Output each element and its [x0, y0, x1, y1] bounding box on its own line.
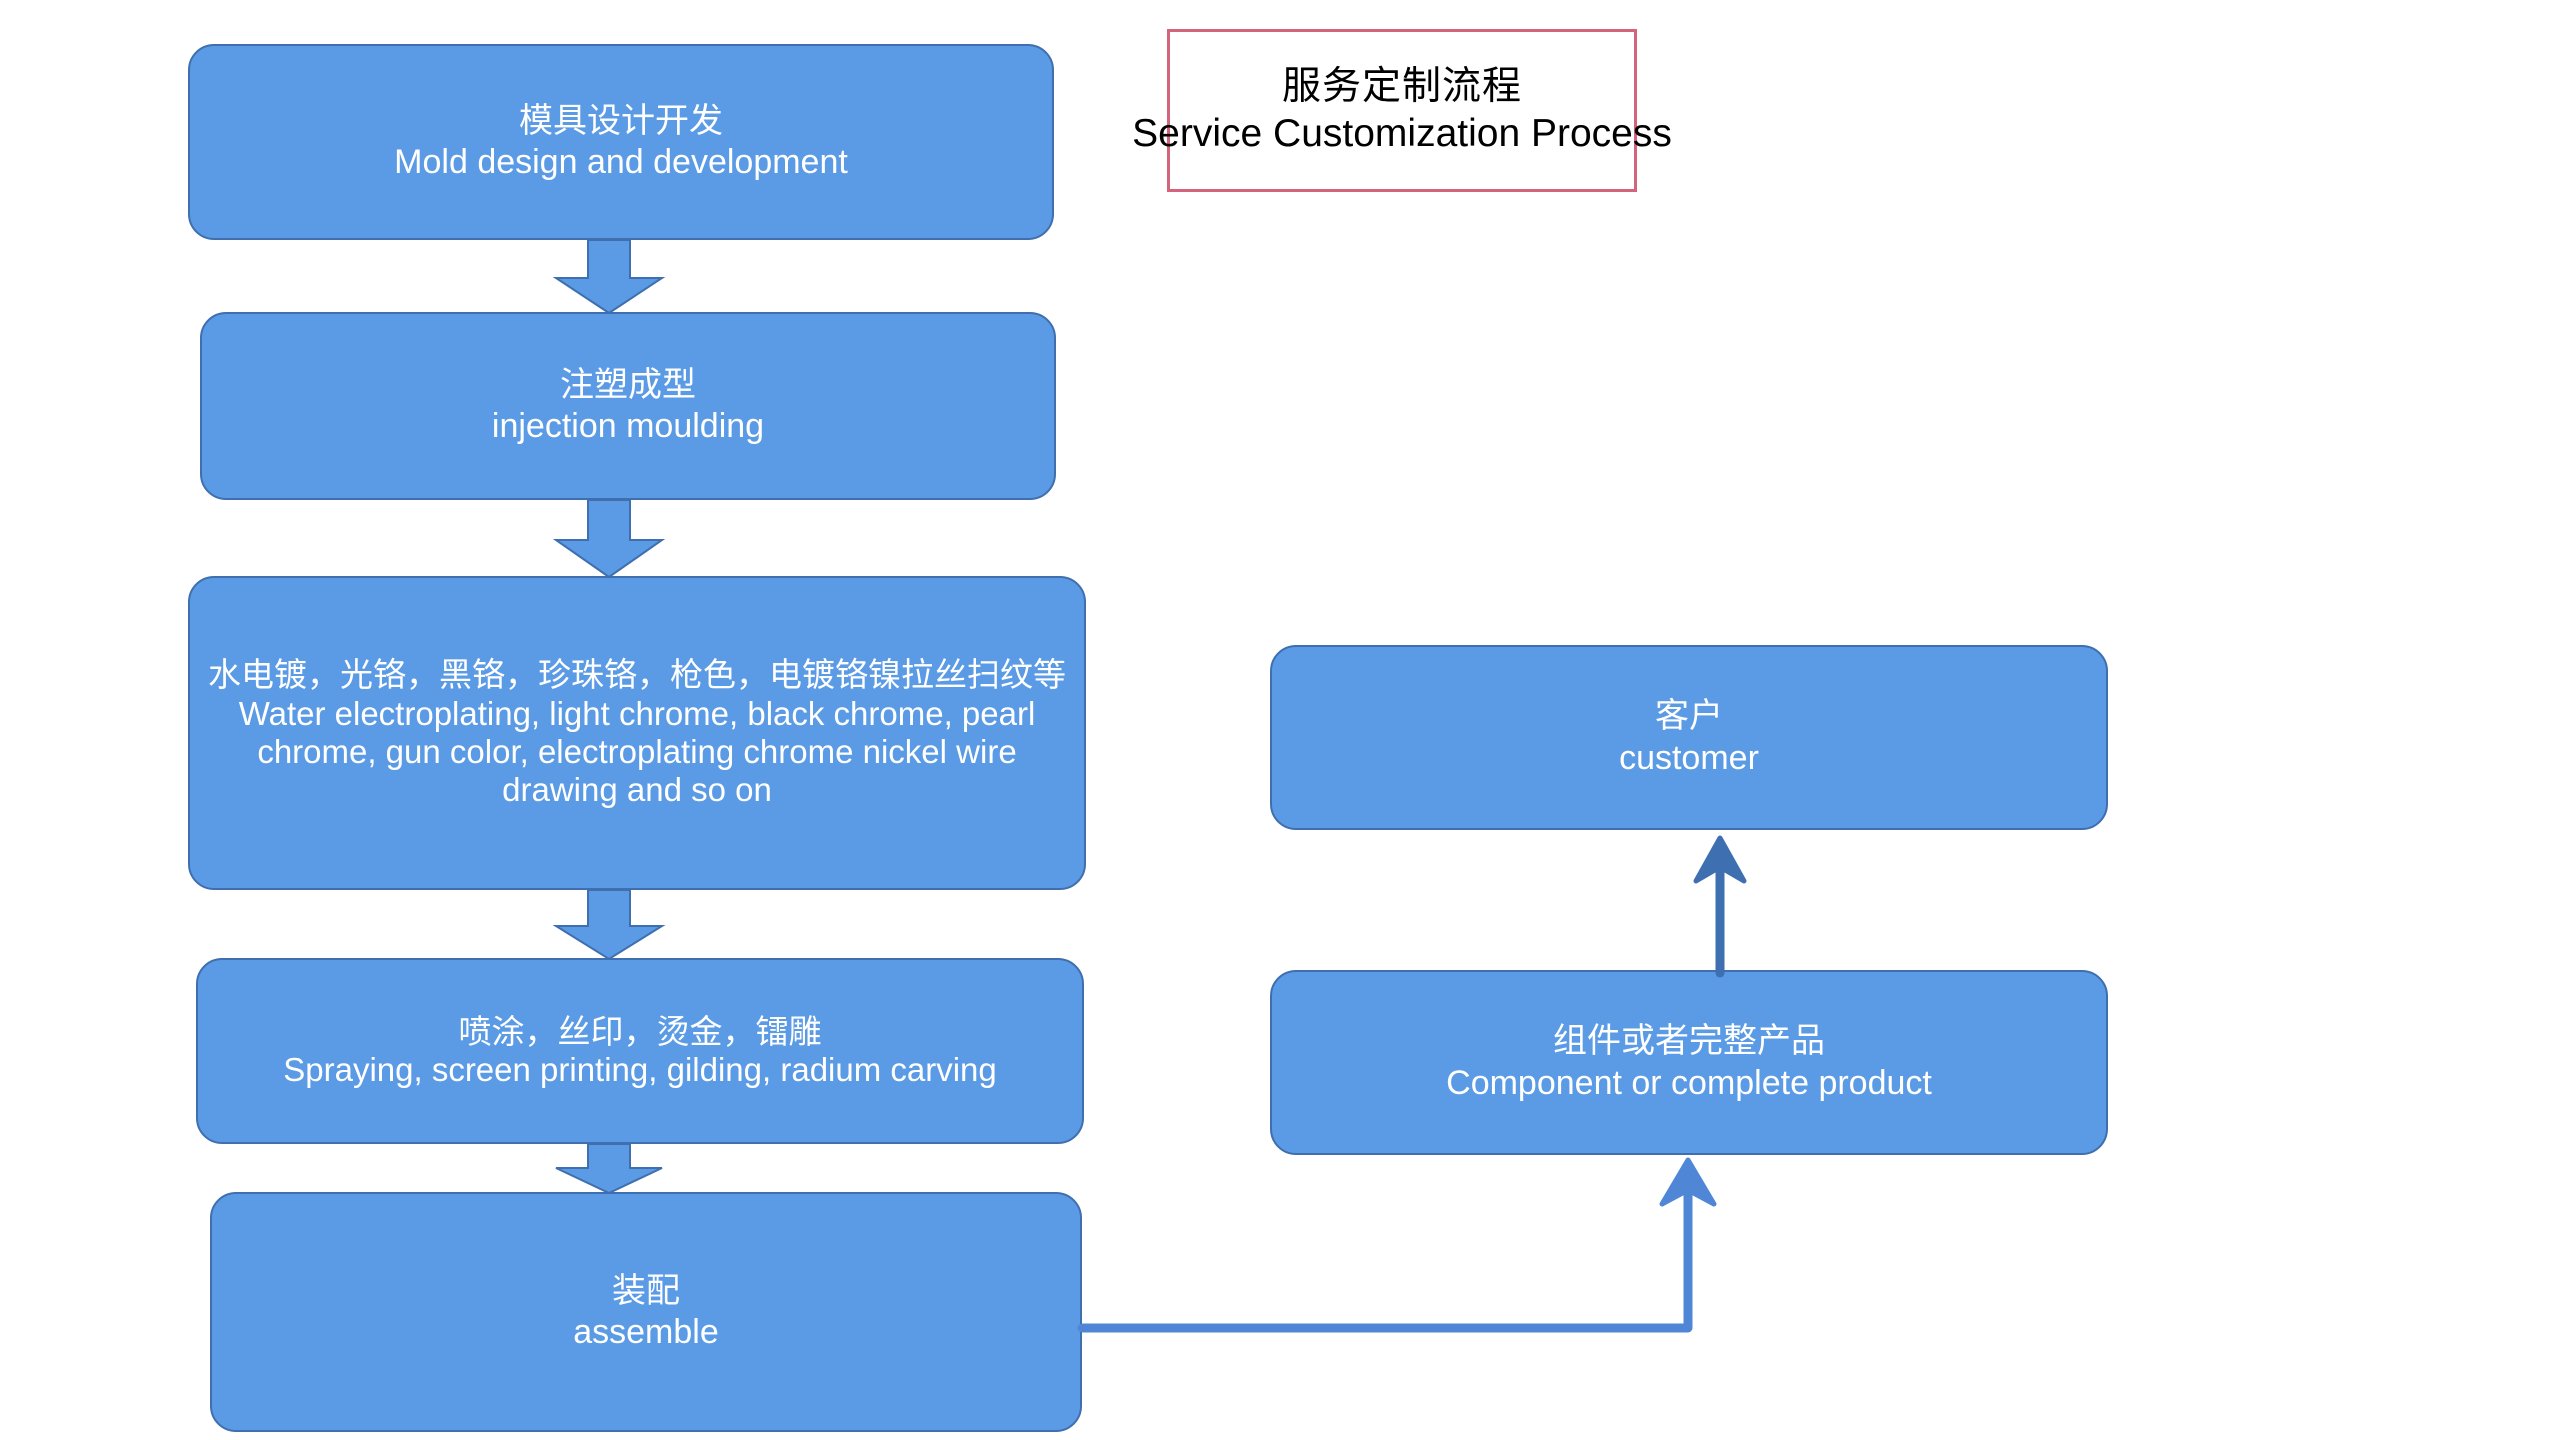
node-label-en: Water electroplating, light chrome, blac…	[238, 694, 1036, 809]
node-label-cn: 喷涂，丝印，烫金，镭雕	[458, 1012, 822, 1050]
process-node-assemble[interactable]: 装配 assemble	[210, 1192, 1082, 1432]
node-label-en: injection moulding	[491, 407, 765, 445]
node-label-en: assemble	[573, 1313, 719, 1351]
node-label-en: Mold design and development	[394, 143, 848, 181]
node-label-cn: 注塑成型	[560, 365, 696, 404]
process-node-injection-moulding[interactable]: 注塑成型 injection moulding	[200, 312, 1056, 500]
process-node-electroplating[interactable]: 水电镀，光铬，黑铬，珍珠铬，枪色，电镀铬镍拉丝扫纹等 Water electro…	[188, 576, 1086, 890]
arrow-mold-to-injection-icon	[549, 239, 669, 315]
process-node-mold-design[interactable]: 模具设计开发 Mold design and development	[188, 44, 1054, 240]
node-label-en: Spraying, screen printing, gilding, radi…	[283, 1051, 997, 1088]
process-node-component-or-product[interactable]: 组件或者完整产品 Component or complete product	[1270, 970, 2108, 1155]
node-label-cn: 模具设计开发	[519, 101, 723, 140]
node-label-cn: 组件或者完整产品	[1553, 1022, 1825, 1061]
arrow-component-to-customer-icon	[1660, 835, 1780, 978]
arrow-assemble-to-component-icon	[1070, 1150, 1730, 1340]
arrow-plating-to-spraying-icon	[549, 889, 669, 961]
process-node-customer[interactable]: 客户 customer	[1270, 645, 2108, 830]
node-label-cn: 水电镀，光铬，黑铬，珍珠铬，枪色，电镀铬镍拉丝扫纹等	[208, 656, 1066, 694]
diagram-title-box: 服务定制流程 Service Customization Process	[1132, 29, 1672, 192]
arrow-injection-to-plating-icon	[549, 499, 669, 579]
node-label-en: customer	[1619, 738, 1759, 777]
node-label-en: Component or complete product	[1446, 1063, 1932, 1102]
node-label-cn: 装配	[612, 1271, 680, 1310]
node-label-cn: 客户	[1655, 697, 1723, 736]
arrow-spraying-to-assemble-icon	[549, 1143, 669, 1195]
diagram-title-en: Service Customization Process	[1132, 111, 1672, 155]
diagram-title-cn: 服务定制流程	[1281, 65, 1522, 109]
process-node-spraying[interactable]: 喷涂，丝印，烫金，镭雕 Spraying, screen printing, g…	[196, 958, 1084, 1144]
